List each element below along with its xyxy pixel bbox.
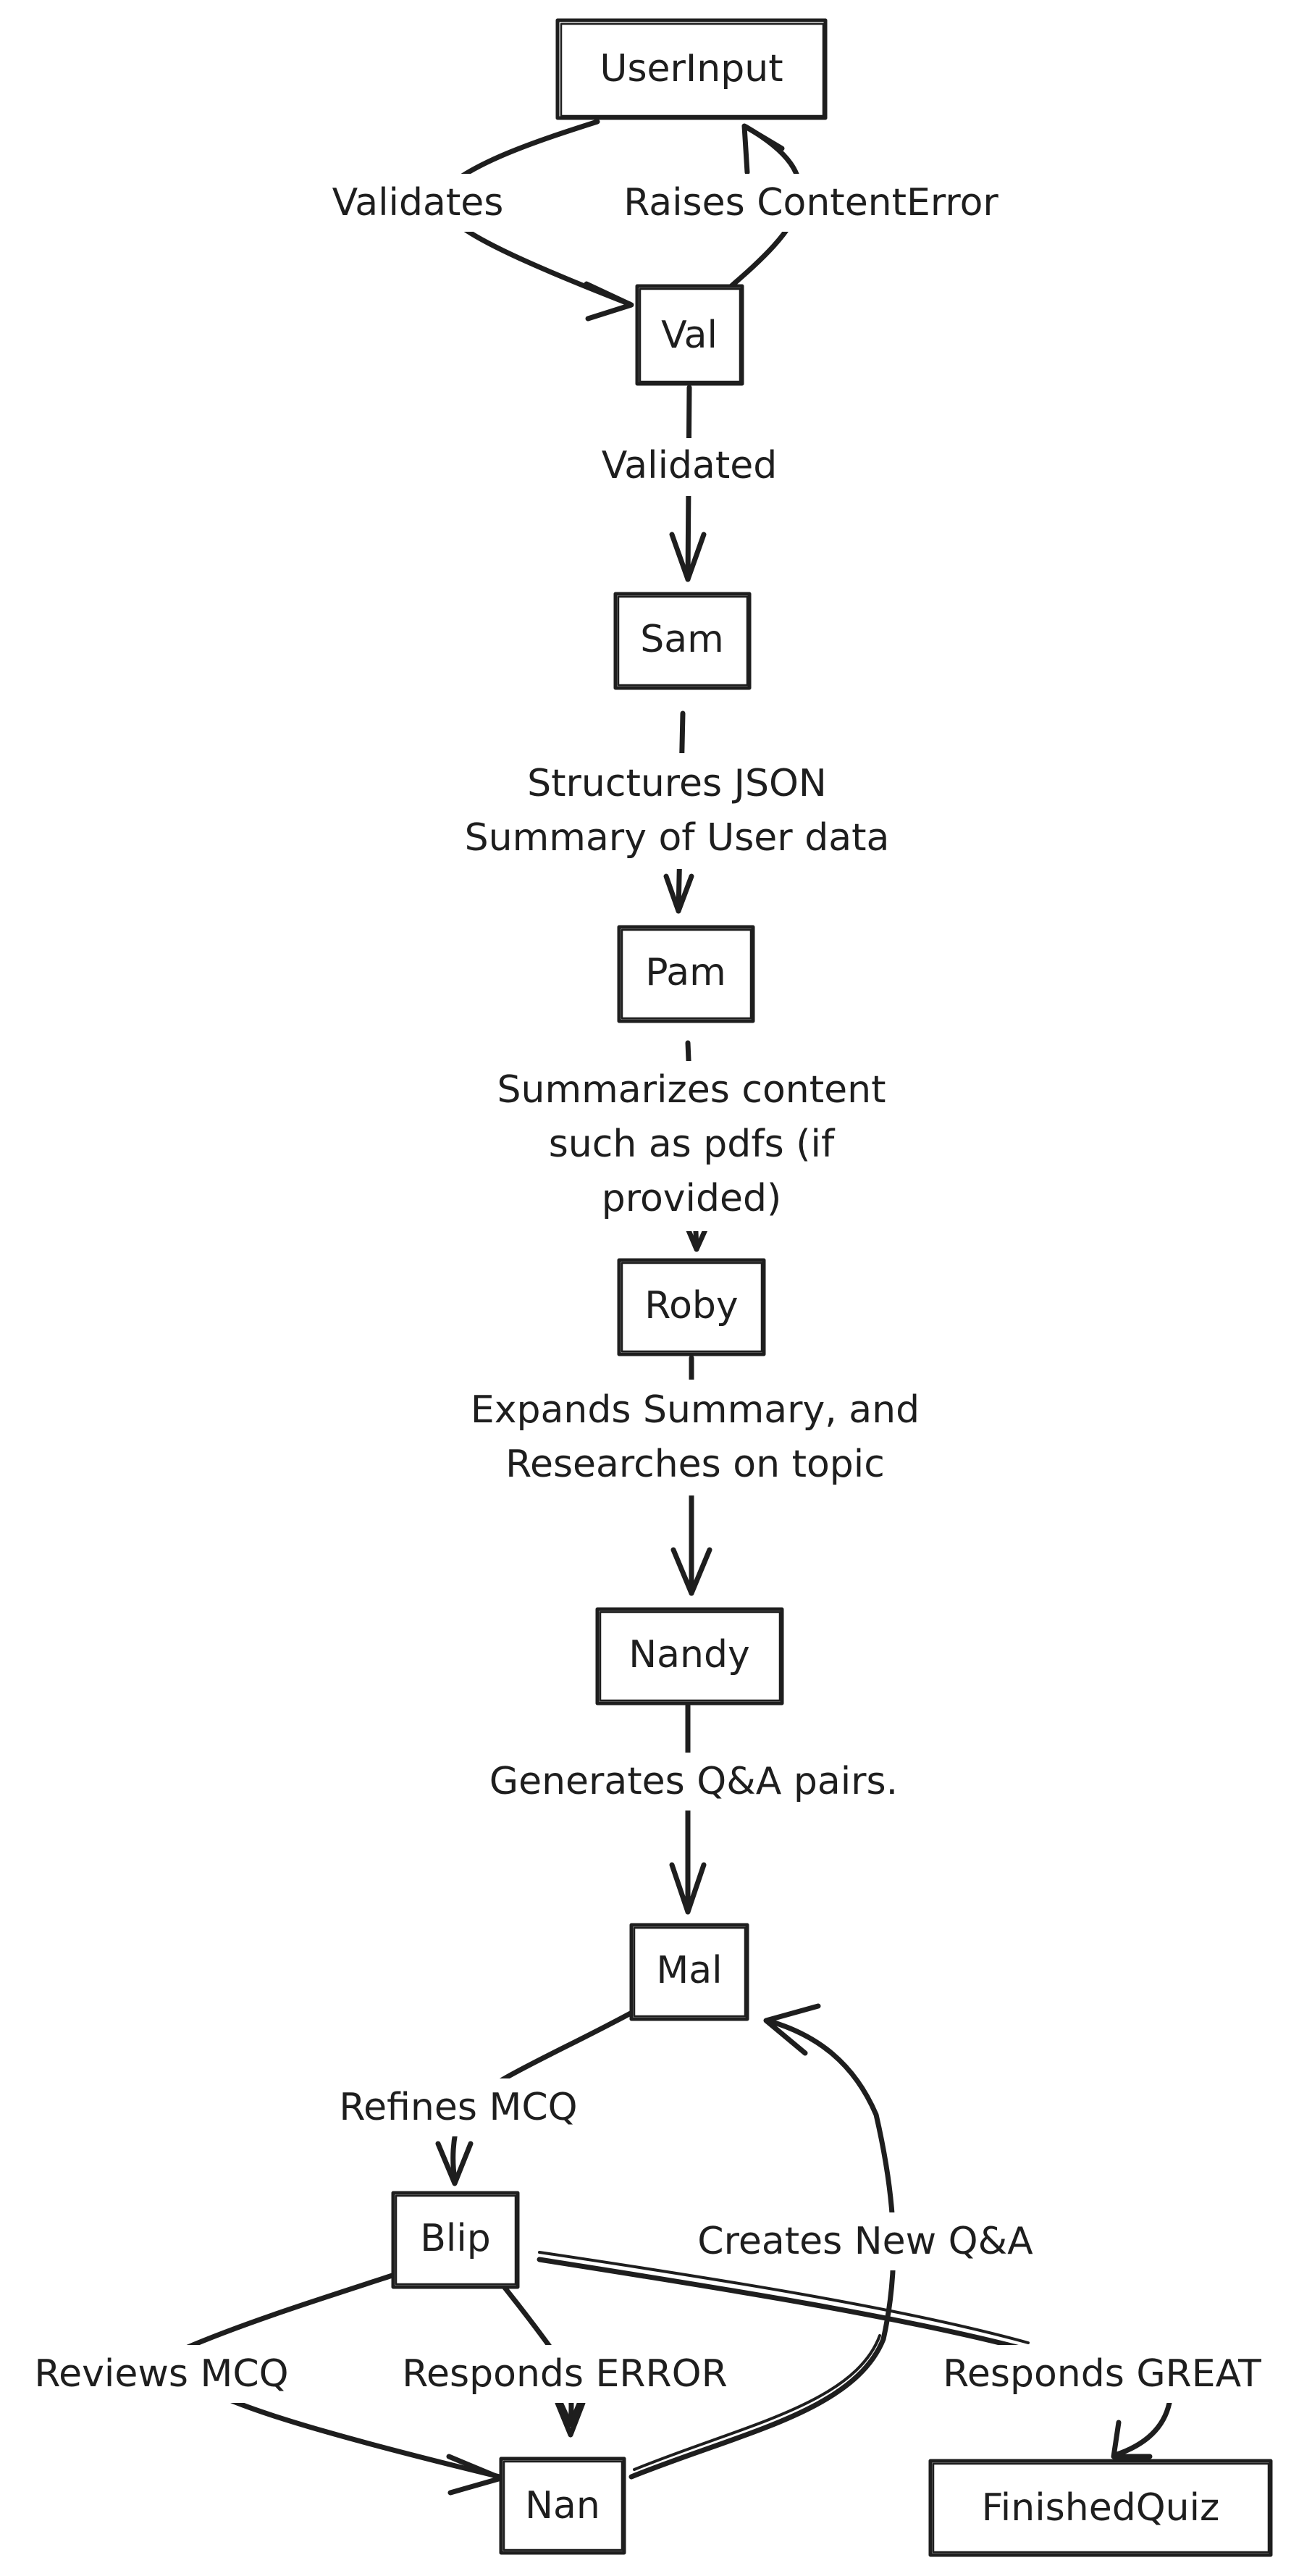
svg-text:Creates New Q&A: Creates New Q&A <box>697 2220 1033 2263</box>
node-finishedquiz-label: FinishedQuiz <box>982 2486 1220 2530</box>
svg-text:Reviews MCQ: Reviews MCQ <box>34 2352 288 2396</box>
svg-text:Structures JSON: Structures JSON <box>527 762 827 805</box>
edge-label-validates: Validates <box>311 174 525 232</box>
node-sam: Sam <box>613 592 752 690</box>
edge-label-structures-json: Structures JSON Summary of User data <box>431 753 923 869</box>
edge-label-reviews-mcq: Reviews MCQ <box>18 2345 311 2403</box>
node-blip-label: Blip <box>420 2217 491 2260</box>
svg-text:Responds GREAT: Responds GREAT <box>943 2352 1261 2396</box>
node-blip: Blip <box>391 2191 520 2289</box>
svg-text:Expands Summary, and: Expands Summary, and <box>471 1388 920 1432</box>
node-nan: Nan <box>499 2457 626 2555</box>
edge-label-validated: Validated <box>583 438 796 496</box>
node-sam-label: Sam <box>640 618 724 661</box>
svg-text:Validated: Validated <box>602 444 778 487</box>
node-pam-label: Pam <box>645 951 726 994</box>
edge-label-raises-contenterror: Raises ContentError <box>586 174 1035 232</box>
svg-text:such as pdfs (if: such as pdfs (if <box>549 1123 836 1166</box>
svg-text:Generates Q&A pairs.: Generates Q&A pairs. <box>489 1760 898 1803</box>
svg-text:Refines MCQ: Refines MCQ <box>339 2086 577 2129</box>
edge-label-responds-error: Responds ERROR <box>369 2345 753 2403</box>
node-userinput-label: UserInput <box>600 47 783 91</box>
svg-text:Summarizes content: Summarizes content <box>497 1068 886 1112</box>
node-val-label: Val <box>661 314 718 357</box>
edge-label-creates-new-qa: Creates New Q&A <box>670 2212 1061 2270</box>
node-val: Val <box>635 284 744 386</box>
node-roby-label: Roby <box>644 1284 738 1327</box>
svg-text:Raises ContentError: Raises ContentError <box>623 181 998 225</box>
edge-label-summarizes-content: Summarizes content such as pdfs (if prov… <box>474 1061 909 1231</box>
edge-label-refines-mcq: Refines MCQ <box>319 2078 601 2136</box>
svg-text:Summary of User data: Summary of User data <box>465 816 890 860</box>
svg-text:Validates: Validates <box>332 181 504 225</box>
svg-text:provided): provided) <box>602 1177 782 1220</box>
node-finishedquiz: FinishedQuiz <box>928 2459 1273 2557</box>
edge-label-responds-great: Responds GREAT <box>905 2345 1300 2403</box>
node-nan-label: Nan <box>525 2484 600 2527</box>
edge-nan-to-mal <box>628 2003 896 2480</box>
edge-label-generates-qa: Generates Q&A pairs. <box>453 1753 938 1811</box>
node-mal: Mal <box>629 1923 749 2021</box>
node-nandy-label: Nandy <box>628 1633 750 1677</box>
svg-text:Researches on topic: Researches on topic <box>505 1443 885 1486</box>
node-roby: Roby <box>617 1258 766 1356</box>
svg-text:Responds ERROR: Responds ERROR <box>402 2352 727 2396</box>
node-mal-label: Mal <box>656 1949 722 1992</box>
edge-label-expands-summary: Expands Summary, and Researches on topic <box>449 1380 941 1495</box>
edge-blip-great-to-finishedquiz <box>537 2251 1172 2459</box>
node-userinput: UserInput <box>555 18 828 120</box>
node-pam: Pam <box>617 925 755 1023</box>
node-nandy: Nandy <box>595 1607 784 1706</box>
